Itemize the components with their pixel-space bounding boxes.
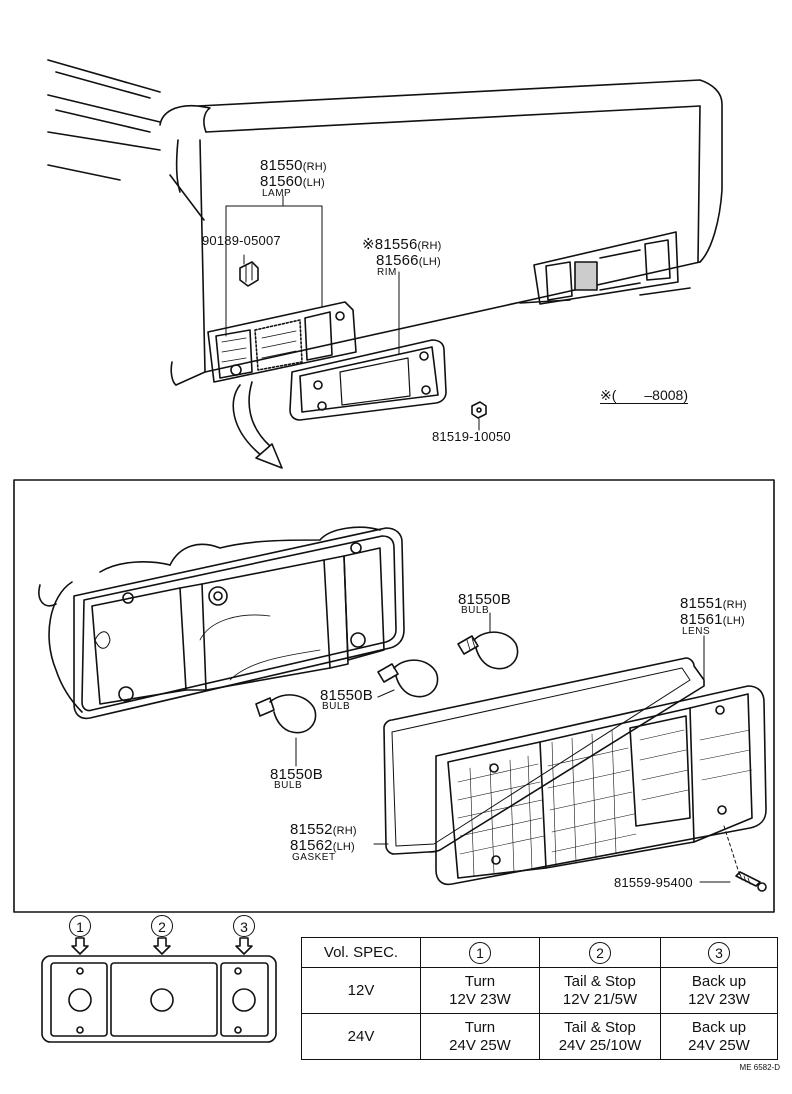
nut-part	[471, 401, 487, 429]
gasket-rh-label: 81552(RH)	[290, 822, 357, 837]
spec-header-3: 3	[660, 937, 778, 968]
gasket-rh-number: 81552	[290, 821, 333, 838]
rim-part	[289, 339, 447, 421]
gasket-lh-suffix: (LH)	[332, 841, 355, 853]
gasket-lh-number: 81562	[290, 837, 333, 854]
spec-cell-text: Turn	[464, 972, 496, 990]
lamp-lh-suffix: (LH)	[302, 177, 325, 189]
spec-cell-text: Tail & Stop	[564, 1018, 636, 1036]
lens-name-label: LENS	[682, 626, 711, 637]
vehicle-rear-body	[47, 59, 723, 386]
explode-arrow	[232, 381, 283, 469]
spec-cell-text: 24V 25W	[688, 1036, 750, 1054]
rim-rh-number: 81556	[374, 236, 418, 253]
bulb-top-part-label: 81550B	[458, 591, 511, 608]
spec-cell-vol: 24V	[301, 1013, 421, 1060]
lens-lh-label: 81561(LH)	[680, 612, 745, 627]
lens-lh-number: 81561	[680, 611, 723, 628]
lamp-rh-suffix: (RH)	[302, 161, 327, 173]
bulb-low	[255, 694, 317, 734]
date-note-label: ※( –8008)	[600, 387, 688, 404]
gasket-rh-suffix: (RH)	[332, 825, 357, 837]
rim-rh-label: ※81556(RH)	[362, 237, 442, 252]
bulb-low-part-label: 81550B	[270, 766, 323, 783]
lamp-housing	[38, 526, 405, 720]
lamp-lh-label: 81560(LH)	[260, 174, 325, 189]
spec-header-1-circle: 1	[469, 941, 491, 964]
screw-part	[723, 825, 767, 892]
lamp-on-body	[207, 301, 357, 383]
lamp-lh-number: 81560	[260, 173, 303, 190]
spec-cell-vol: 12V	[301, 967, 421, 1014]
gasket-part	[383, 657, 705, 855]
spec-cell-text: Tail & Stop	[564, 972, 636, 990]
spec-cell-text: 12V 23W	[449, 990, 511, 1008]
spec-header-vol: Vol. SPEC.	[301, 937, 421, 968]
detail-leaders	[295, 612, 731, 883]
lens-rh-suffix: (RH)	[722, 599, 747, 611]
gasket-lh-label: 81562(LH)	[290, 838, 355, 853]
position-2-marker: 2	[151, 915, 173, 937]
spec-header-2: 2	[539, 937, 661, 968]
rim-lh-label: 81566(LH)	[376, 253, 441, 268]
lamp-rh-number: 81550	[260, 157, 303, 174]
bulb-low-name-label: BULB	[274, 780, 303, 791]
position-schematic	[41, 937, 277, 1043]
spec-cell-text: 24V 25/10W	[558, 1036, 642, 1054]
bulb-top-name-label: BULB	[461, 605, 490, 616]
bulb-top	[457, 631, 519, 670]
figure-code: ME 6582-D	[739, 1063, 780, 1072]
spec-cell-text: Back up	[691, 1018, 747, 1036]
spec-header-1: 1	[420, 937, 540, 968]
rim-name-label: RIM	[377, 267, 397, 278]
rim-lh-suffix: (LH)	[418, 256, 441, 268]
upper-leaders	[225, 195, 480, 431]
gasket-name-label: GASKET	[292, 852, 336, 863]
rim-note-mark: ※	[362, 236, 375, 253]
nut-part-label: 81519-10050	[432, 429, 511, 444]
position-1-marker: 1	[69, 915, 91, 937]
lens-lh-suffix: (LH)	[722, 615, 745, 627]
bulb-mid-part-label: 81550B	[320, 687, 373, 704]
lens-rh-label: 81551(RH)	[680, 596, 747, 611]
spec-cell-text: 12V 21/5W	[562, 990, 638, 1008]
position-3-marker: 3	[233, 915, 255, 937]
clip-part-label: 90189-05007	[202, 233, 281, 248]
lens-part	[435, 685, 767, 886]
spec-cell-text: 24V 25W	[449, 1036, 511, 1054]
rim-lh-number: 81566	[376, 252, 419, 269]
clip-part	[239, 261, 259, 287]
spec-header-3-circle: 3	[708, 941, 730, 964]
spec-cell-text: 12V 23W	[688, 990, 750, 1008]
rim-rh-suffix: (RH)	[417, 240, 442, 252]
spec-cell-text: Back up	[691, 972, 747, 990]
lamp-name-label: LAMP	[262, 188, 292, 199]
spec-header-2-circle: 2	[589, 941, 611, 964]
spec-cell-text: Turn	[464, 1018, 496, 1036]
detail-box	[13, 479, 775, 913]
lamp-rh-label: 81550(RH)	[260, 158, 327, 173]
screw-part-label: 81559-95400	[614, 875, 693, 890]
bulb-mid-name-label: BULB	[322, 701, 351, 712]
bulb-mid	[377, 659, 439, 698]
lens-rh-number: 81551	[680, 595, 723, 612]
spec-header-row: Vol. SPEC. 1 2 3	[301, 937, 778, 968]
